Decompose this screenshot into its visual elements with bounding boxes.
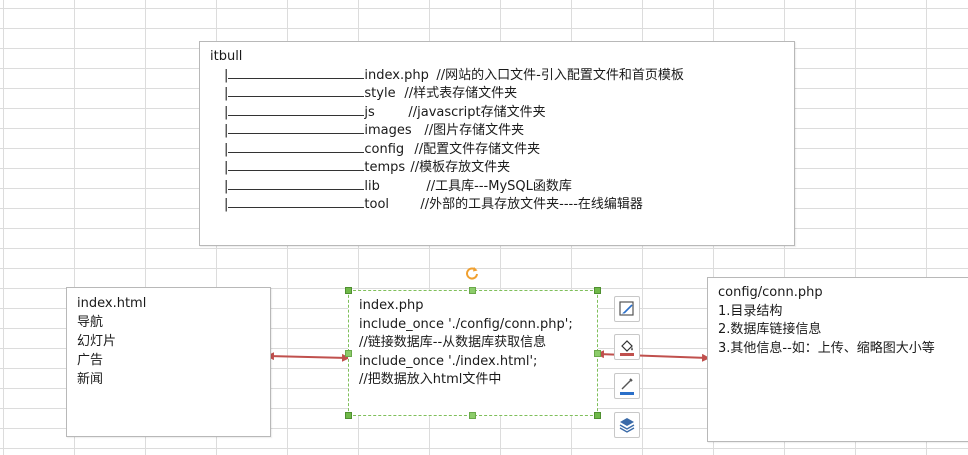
index-php-box-selected[interactable]: index.php include_once './config/conn.ph…: [348, 290, 598, 416]
tree-branch: |: [224, 178, 229, 194]
tree-item: | config //配置文件存储文件夹: [210, 141, 784, 160]
right-line-0: config/conn.php: [718, 285, 823, 300]
fill-icon: [620, 340, 634, 356]
directory-tree-box[interactable]: itbull | index.php //网站的入口文件-引入配置文件和首页模板 | s…: [199, 41, 795, 246]
index-html-box[interactable]: index.html 导航 幻灯片 广告 新闻: [66, 287, 271, 437]
left-line-3: 广告: [77, 353, 104, 368]
tree-item: | temps //模板存放文件夹: [210, 159, 784, 178]
center-line-2: //链接数据库--从数据库获取信息: [359, 335, 547, 350]
resize-handle-bottom[interactable]: [469, 412, 476, 419]
right-line-3: 3.其他信息--如：上传、缩略图大小等: [718, 340, 935, 356]
tree-branch: |: [224, 67, 229, 83]
tree-branch: |: [224, 104, 229, 120]
tree-item-comment: //图片存储文件夹: [424, 123, 525, 138]
resize-handle-top[interactable]: [469, 287, 476, 294]
shape-style-button[interactable]: [614, 296, 640, 322]
center-line-3: include_once './index.html';: [359, 353, 538, 369]
tree-branch-line: [228, 85, 365, 97]
resize-handle-top-left[interactable]: [345, 287, 352, 294]
tree-item-comment: //模板存放文件夹: [410, 160, 511, 175]
tree-branch: |: [224, 86, 229, 101]
resize-handle-right[interactable]: [594, 350, 601, 357]
layout-options-icon: [619, 418, 635, 433]
tree-item: | style //样式表存储文件夹: [210, 85, 784, 104]
tree-item-name: tool: [364, 197, 390, 212]
tree-branch-line: [228, 141, 365, 153]
tree-item: | images //图片存储文件夹: [210, 122, 784, 141]
tree-item-comment: //样式表存储文件夹: [404, 86, 518, 101]
left-line-0: index.html: [77, 296, 147, 311]
config-conn-box[interactable]: config/conn.php 1.目录结构 2.数据库链接信息 3.其他信息-…: [707, 277, 968, 442]
resize-handle-left[interactable]: [345, 350, 352, 357]
outline-button[interactable]: [614, 373, 640, 399]
center-line-0: index.php: [359, 298, 424, 313]
tree-item-name: style: [364, 86, 396, 101]
right-line-1: 1.目录结构: [718, 303, 783, 319]
rotate-handle-icon[interactable]: [465, 266, 479, 280]
resize-handle-bottom-left[interactable]: [345, 412, 352, 419]
resize-handle-top-right[interactable]: [594, 287, 601, 294]
arrow-left-center: [266, 352, 350, 362]
tree-root: itbull: [210, 49, 243, 64]
layout-options-button[interactable]: [614, 412, 640, 438]
tree-item-comment: //配置文件存储文件夹: [414, 141, 541, 157]
tree-item-comment: //网站的入口文件-引入配置文件和首页模板: [436, 67, 684, 83]
tree-branch: |: [224, 141, 229, 157]
tree-branch-line: [228, 67, 365, 79]
tree-item-name: temps: [364, 160, 406, 175]
shape-style-icon: [619, 301, 634, 316]
center-line-1: include_once './config/conn.php';: [359, 316, 573, 332]
tree-branch-line: [228, 159, 365, 171]
right-line-2: 2.数据库链接信息: [718, 322, 822, 337]
tree-item: | index.php //网站的入口文件-引入配置文件和首页模板: [210, 67, 784, 86]
tree-branch-line: [228, 104, 365, 116]
tree-item-name: js: [364, 104, 375, 120]
fill-button[interactable]: [614, 334, 640, 360]
tree-item-comment: //javascript存储文件夹: [408, 104, 546, 120]
tree-item-name: lib: [364, 178, 380, 194]
tree-branch: |: [224, 160, 229, 175]
outline-icon: [620, 378, 634, 395]
tree-item-name: images: [364, 123, 412, 138]
tree-item-comment: //外部的工具存放文件夹----在线编辑器: [420, 197, 643, 212]
tree-branch: |: [224, 197, 229, 212]
tree-branch-line: [228, 122, 365, 134]
tree-item-comment: //工具库---MySQL函数库: [426, 178, 572, 194]
center-line-4: //把数据放入html文件中: [359, 372, 502, 387]
tree-item: | lib //工具库---MySQL函数库: [210, 178, 784, 197]
tree-item-name: config: [364, 141, 405, 157]
left-line-2: 幻灯片: [77, 334, 117, 349]
tree-branch-line: [228, 178, 365, 190]
tree-item-name: index.php: [364, 67, 429, 83]
left-line-4: 新闻: [77, 372, 104, 387]
tree-branch-line: [228, 196, 365, 208]
tree-branch: |: [224, 123, 229, 138]
tree-item: | tool //外部的工具存放文件夹----在线编辑器: [210, 196, 784, 215]
tree-item: | js //javascript存储文件夹: [210, 104, 784, 123]
left-line-1: 导航: [77, 315, 104, 330]
resize-handle-bottom-right[interactable]: [594, 412, 601, 419]
